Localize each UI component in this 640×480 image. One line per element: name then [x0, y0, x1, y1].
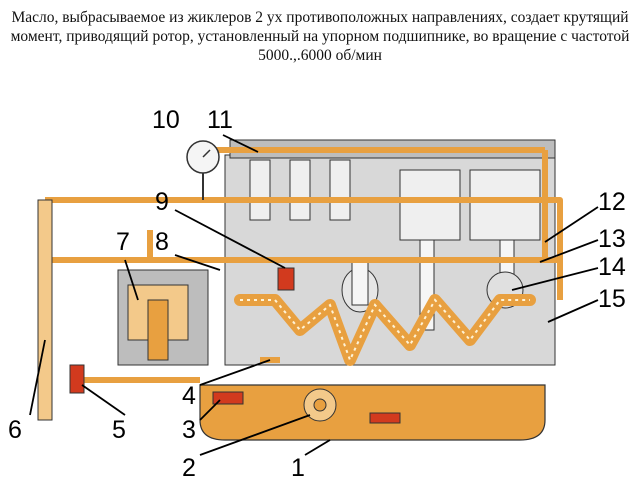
label-5: 5	[112, 416, 126, 444]
oil-lines	[42, 147, 563, 420]
leader-lines	[29, 134, 599, 456]
label-4: 4	[182, 382, 196, 410]
label-7: 7	[116, 228, 130, 256]
label-14: 14	[598, 253, 626, 281]
pressure-valve-5	[69, 364, 85, 394]
label-6: 6	[8, 416, 22, 444]
label-15: 15	[598, 285, 626, 313]
oil-level-gauge	[37, 199, 53, 421]
label-2: 2	[182, 454, 196, 480]
label-11: 11	[207, 106, 233, 134]
label-1: 1	[291, 454, 305, 480]
label-8: 8	[155, 228, 169, 256]
pressure-valve-3	[212, 391, 244, 405]
label-9: 9	[155, 188, 169, 216]
label-3: 3	[182, 416, 196, 444]
label-13: 13	[598, 225, 626, 253]
caption-text: Масло, выбрасываемое из жиклеров 2 ух пр…	[10, 9, 630, 64]
pressure-valve-9	[277, 267, 295, 291]
oil-strainer	[369, 412, 401, 424]
label-10: 10	[152, 106, 180, 134]
label-12: 12	[598, 188, 626, 216]
